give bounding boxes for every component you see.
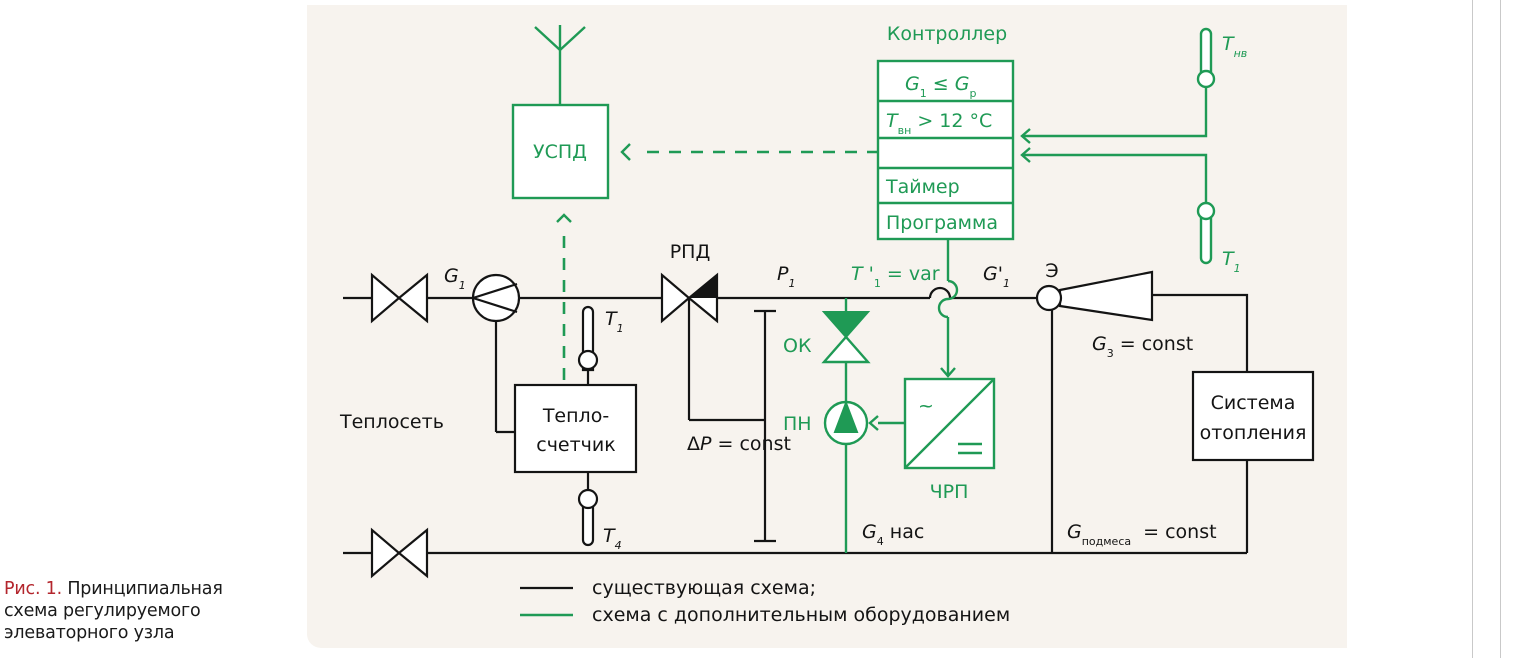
- arrow-left-icon: [1020, 128, 1031, 144]
- label-g3: G3 = const: [1092, 333, 1193, 360]
- caption-line2: схема регулируемого: [4, 601, 201, 621]
- thermometer-t1-icon: [577, 305, 599, 385]
- label-rpd: РПД: [670, 241, 711, 263]
- legend: существующая схема; схема с дополнительн…: [520, 577, 1010, 626]
- supply-pipe: [343, 286, 1036, 300]
- heat-meter-label-line2: счетчик: [536, 434, 615, 456]
- uspd-box: [511, 103, 610, 200]
- figure-caption: Рис. 1. Принципиальная схема регулируемо…: [4, 578, 304, 644]
- uspd-label: УСПД: [533, 141, 587, 163]
- label-g1-prime: G'1: [983, 263, 1010, 290]
- label-pn: ПН: [783, 413, 812, 435]
- label-elevator: Э: [1045, 260, 1058, 282]
- heat-meter-label-line1: Тепло-: [542, 405, 609, 427]
- differential-pressure-regulator-icon: [660, 272, 719, 324]
- pressure-difference-bracket: [754, 309, 776, 543]
- check-valve-icon: [821, 311, 871, 364]
- diagram-panel: [307, 5, 1347, 648]
- heating-system-label-line2: отопления: [1200, 422, 1307, 444]
- mixing-pump-icon: [823, 400, 869, 446]
- label-g4: G4 нас: [862, 521, 924, 548]
- frequency-converter-icon: ~: [903, 377, 996, 470]
- controller-box: [876, 59, 1015, 241]
- controller-title: Контроллер: [887, 23, 1007, 45]
- thermometer-t1-controller-icon: [1196, 201, 1216, 265]
- page-edge-line: [1472, 0, 1473, 658]
- caption-number: Рис. 1.: [4, 579, 62, 599]
- elevator-icon: [1035, 270, 1154, 322]
- label-t4: T4: [603, 525, 622, 552]
- label-g1: G1: [444, 265, 466, 292]
- thermometer-t4-icon: [577, 472, 599, 547]
- heating-system-label-line1: Система: [1211, 392, 1296, 414]
- return-gate-valve-icon: [370, 527, 429, 579]
- arrow-down-icon: [940, 367, 956, 378]
- arrow-left-icon: [868, 415, 879, 431]
- label-t1-supply: T1: [605, 308, 624, 335]
- controller-row-indoor-temp: Tвн > 12 °C: [886, 110, 992, 137]
- supply-temp-signal-line: [1023, 153, 1208, 203]
- pipe-crossover: [937, 279, 959, 319]
- legend-label-existing: существующая схема;: [592, 577, 816, 599]
- page-edge-line: [1500, 0, 1501, 658]
- controller-row-timer: Таймер: [885, 176, 960, 198]
- flow-meter-icon: [471, 273, 521, 323]
- controller-row-program: Программа: [886, 212, 998, 234]
- label-t-outdoor: Tнв: [1222, 33, 1247, 60]
- label-g-mix: Gподмеса= const: [1067, 521, 1217, 548]
- heat-meter-box: [513, 383, 638, 474]
- label-heat-network: Теплосеть: [339, 411, 444, 433]
- heating-supply-pipe: [1152, 293, 1249, 372]
- label-t1-prime: T '1 = var: [851, 263, 940, 290]
- thermometer-outdoor-icon: [1196, 27, 1216, 89]
- arrow-up-icon: [556, 213, 572, 223]
- ac-symbol: ~: [918, 395, 934, 417]
- label-p1: P1: [777, 263, 795, 290]
- label-t1-controller: T1: [1222, 248, 1241, 275]
- label-delta-p: ΔP = const: [687, 433, 791, 455]
- antenna-icon: [534, 25, 586, 105]
- controller-row-flow-limit: G1 ≤ Gp: [905, 73, 976, 100]
- arrow-left-icon: [620, 143, 631, 161]
- caption-line3: элеваторного узла: [4, 623, 175, 643]
- legend-label-added: схема с дополнительным оборудованием: [592, 604, 1010, 626]
- supply-gate-valve-icon: [370, 272, 429, 324]
- label-chrp: ЧРП: [930, 481, 969, 503]
- arrow-left-icon: [1020, 147, 1031, 163]
- outdoor-temp-signal-line: [1023, 80, 1208, 138]
- caption-line1: Принципиальная: [61, 579, 223, 599]
- heating-system-box: [1191, 370, 1315, 462]
- label-ok: ОК: [783, 335, 812, 357]
